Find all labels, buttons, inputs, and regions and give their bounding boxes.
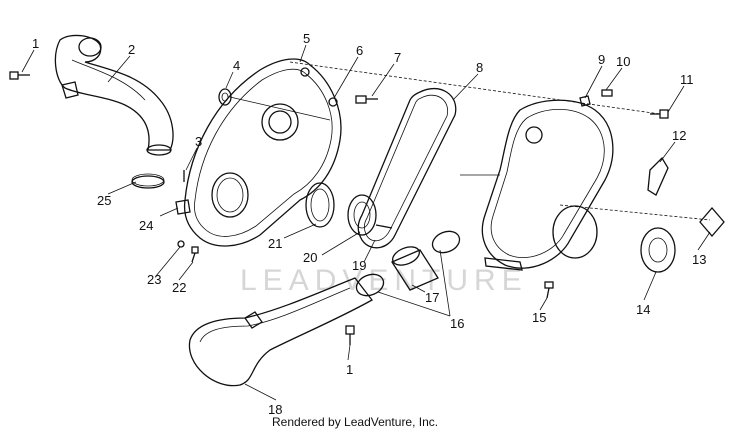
callout-20: 20 — [303, 250, 317, 265]
callout-14: 14 — [636, 302, 650, 317]
part-14-disc — [640, 227, 676, 273]
exhaust-duct-part — [188, 277, 373, 387]
callout-4: 4 — [233, 58, 240, 73]
callout-21: 21 — [268, 236, 282, 251]
watermark-text: LEADVENTURE — [240, 264, 528, 297]
drive-belt-part — [357, 87, 457, 249]
callout-18: 18 — [268, 402, 282, 417]
callout-6: 6 — [356, 43, 363, 58]
clamp-parts-16 — [355, 230, 461, 297]
callout-10: 10 — [616, 54, 630, 69]
callout-22: 22 — [172, 280, 186, 295]
small-fasteners — [175, 170, 199, 263]
outer-cover-part — [481, 95, 614, 271]
callout-1-upper: 1 — [32, 36, 39, 51]
callout-9: 9 — [598, 52, 605, 67]
callout-23: 23 — [147, 272, 161, 287]
bolt-part-1-upper — [9, 71, 30, 80]
bolt-part-1-lower — [345, 325, 355, 345]
callout-2: 2 — [128, 42, 135, 57]
callout-3: 3 — [195, 134, 202, 149]
screw-part-15 — [544, 281, 554, 299]
callout-19: 19 — [352, 258, 366, 273]
callout-12: 12 — [672, 128, 686, 143]
callout-24: 24 — [139, 218, 153, 233]
callout-5: 5 — [303, 31, 310, 46]
seal-part-20 — [347, 194, 393, 236]
callout-17: 17 — [425, 290, 439, 305]
callout-11: 11 — [680, 72, 694, 87]
callout-1-lower: 1 — [346, 362, 353, 377]
callout-15: 15 — [532, 310, 546, 325]
decal-part-12 — [647, 156, 669, 196]
clamp-part-25 — [131, 173, 165, 189]
decal-part-13 — [699, 207, 725, 237]
callout-7: 7 — [394, 50, 401, 65]
credit-text: Rendered by LeadVenture, Inc. — [272, 415, 438, 429]
callout-8: 8 — [476, 60, 483, 75]
inner-cover-part — [183, 58, 342, 247]
part-10 — [601, 89, 613, 97]
assembly-lines — [229, 61, 711, 221]
bolt-parts-6-7 — [328, 95, 378, 107]
coupler-part-17 — [391, 246, 439, 291]
callout-25: 25 — [97, 193, 111, 208]
callout-13: 13 — [692, 252, 706, 267]
seal-part-21 — [305, 182, 335, 228]
leader-lines — [21, 44, 711, 401]
callout-numbers: 1 2 3 4 5 6 7 8 9 10 11 12 13 14 15 16 1… — [32, 31, 706, 417]
callout-16: 16 — [450, 316, 464, 331]
intake-duct-part — [54, 34, 174, 156]
